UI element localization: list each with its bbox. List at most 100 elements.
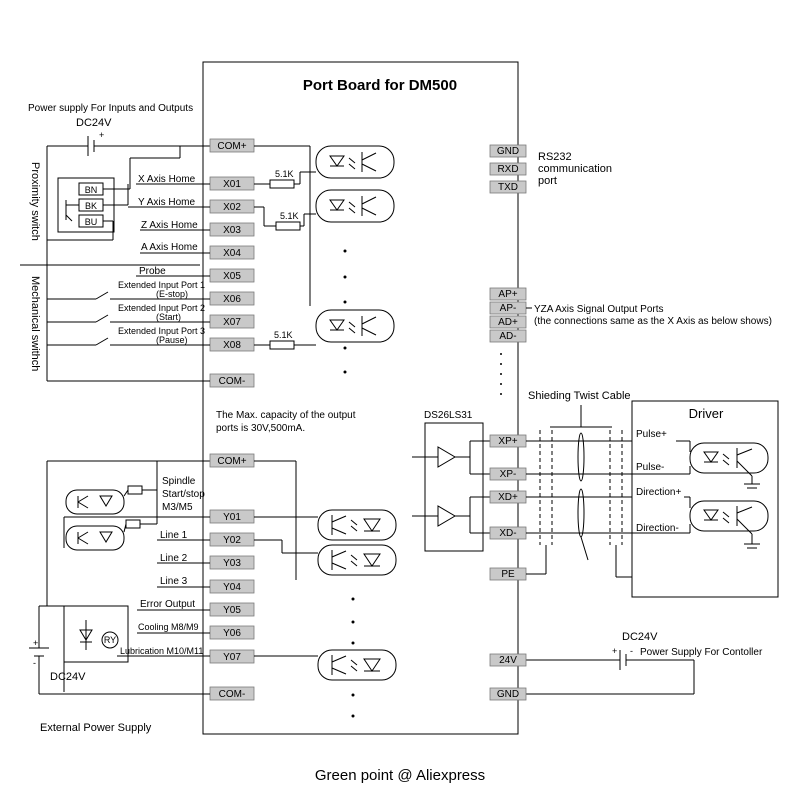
output-pin-y03[interactable]: Y03 (209, 555, 255, 570)
svg-text:X03: X03 (223, 225, 241, 236)
input-pin-x05[interactable]: X05 (209, 268, 255, 283)
axis-ports-label-1: YZA Axis Signal Output Ports (534, 304, 664, 315)
output-label-y02: Line 1 (160, 530, 188, 541)
optocoupler-output-1 (317, 509, 397, 541)
output-label-y01: Spindle (162, 476, 196, 487)
svg-text:AP+: AP+ (498, 289, 517, 300)
svg-text:X08: X08 (223, 340, 241, 351)
input-sub-x07: (Start) (156, 312, 181, 322)
input-pin-com-plus[interactable]: COM+ (209, 138, 255, 153)
rs232-pin-gnd[interactable]: GND (489, 144, 527, 158)
diff-pin-xd-plus[interactable]: XD+ (489, 490, 527, 504)
diff-pin-xp-minus[interactable]: XP- (489, 467, 527, 481)
axis-pin-ap-minus[interactable]: AP- (489, 301, 527, 315)
diff-pin-pe[interactable]: PE (489, 567, 527, 581)
resistor-x08-label: 5.1K (274, 330, 293, 340)
output-pin-y05[interactable]: Y05 (209, 602, 255, 617)
input-label-x07: Extended Input Port 2 (118, 303, 205, 313)
output-pin-y02[interactable]: Y02 (209, 532, 255, 547)
output-pin-y07[interactable]: Y07 (209, 649, 255, 664)
svg-text:X01: X01 (223, 179, 241, 190)
axis-pin-ad-minus[interactable]: AD- (489, 329, 527, 343)
output-pin-y01[interactable]: Y01 (209, 509, 255, 524)
ellipsis-dots-input (343, 249, 347, 374)
input-sub-x08: (Pause) (156, 335, 188, 345)
svg-text:24V: 24V (499, 655, 517, 666)
cable-label: Shieding Twist Cable (528, 390, 631, 402)
driver-signal-direction-minus: Direction- (636, 523, 679, 534)
output-label-y07: Lubrication M10/M11 (120, 646, 203, 656)
svg-text:COM-: COM- (219, 689, 246, 700)
optocoupler-output-7 (317, 649, 397, 681)
optocoupler-input-1 (315, 145, 395, 179)
rs232-pin-txd[interactable]: TXD (489, 180, 527, 194)
power-pin-24v[interactable]: 24V (489, 653, 527, 667)
sensor-pin-bn: BN (85, 185, 98, 195)
driver-title: Driver (689, 406, 724, 421)
diff-pin-xp-plus[interactable]: XP+ (489, 434, 527, 448)
side-label-mechanical: Mechanical swithch (29, 276, 41, 371)
battery-symbol-input (47, 136, 210, 156)
side-label-proximity: Proximity switch (29, 162, 41, 241)
ellipsis-dots-axis (500, 353, 502, 395)
power-input-caption: Power supply For Inputs and Outputs (28, 103, 193, 114)
input-pin-x02[interactable]: X02 (209, 199, 255, 214)
input-label-x08: Extended Input Port 3 (118, 326, 205, 336)
svg-text:COM+: COM+ (217, 141, 246, 152)
controller-power-minus: - (630, 646, 633, 656)
power-input-voltage: DC24V (76, 117, 112, 129)
svg-text:AD-: AD- (499, 331, 516, 342)
optocoupler-spindle-1 (65, 489, 125, 515)
output-pin-y04[interactable]: Y04 (209, 579, 255, 594)
svg-text:X02: X02 (223, 202, 241, 213)
resistor-spindle-2 (125, 519, 141, 529)
svg-text:Y04: Y04 (223, 582, 241, 593)
output-label-y03: Line 2 (160, 553, 188, 564)
input-pin-x07[interactable]: X07 (209, 314, 255, 329)
external-power-voltage: DC24V (50, 671, 86, 683)
output-label-y06: Cooling M8/M9 (138, 622, 199, 632)
svg-text:X05: X05 (223, 271, 241, 282)
diff-pin-xd-minus[interactable]: XD- (489, 526, 527, 540)
axis-pin-ad-plus[interactable]: AD+ (489, 315, 527, 329)
rs232-pin-rxd[interactable]: RXD (489, 162, 527, 176)
rs232-label-3: port (538, 175, 557, 187)
relay-label: RY (104, 635, 116, 645)
svg-text:Y02: Y02 (223, 535, 241, 546)
input-pin-x03[interactable]: X03 (209, 222, 255, 237)
svg-text:AP-: AP- (500, 303, 517, 314)
line-driver-2 (412, 496, 490, 534)
output-pin-com-minus[interactable]: COM- (209, 686, 255, 701)
board-title: Port Board for DM500 (303, 77, 457, 94)
battery-symbol-controller (526, 650, 695, 695)
output-pin-com-plus[interactable]: COM+ (209, 453, 255, 468)
driver-signal-direction-plus: Direction+ (636, 487, 681, 498)
output-label-y04: Line 3 (160, 576, 188, 587)
svg-text:Y01: Y01 (223, 512, 241, 523)
input-pin-com-minus[interactable]: COM- (209, 373, 255, 388)
sensor-pin-bu: BU (85, 217, 98, 227)
driver-signal-pulse-plus: Pulse+ (636, 429, 667, 440)
input-pin-x04[interactable]: X04 (209, 245, 255, 260)
axis-pin-ap-plus[interactable]: AP+ (489, 287, 527, 301)
ds26ls31-chip (424, 422, 484, 552)
resistor-x02-label: 5.1K (280, 211, 299, 221)
optocoupler-driver-pulse (689, 442, 769, 477)
input-pin-x06[interactable]: X06 (209, 291, 255, 306)
ground-symbol-1 (744, 476, 760, 489)
input-label-x01: X Axis Home (138, 174, 196, 185)
output-label-y05: Error Output (140, 599, 195, 610)
watermark-text: Green point @ Aliexpress (315, 767, 485, 784)
svg-text:GND: GND (497, 689, 519, 700)
input-label-x06: Extended Input Port 1 (118, 280, 205, 290)
external-power-plus: + (33, 638, 38, 648)
controller-power-plus: + (612, 646, 617, 656)
input-pin-x08[interactable]: X08 (209, 337, 255, 352)
power-pin-gnd[interactable]: GND (489, 687, 527, 701)
controller-power-caption: Power Supply For Contoller (640, 647, 763, 658)
shielded-twisted-cable (539, 430, 623, 561)
output-pin-y06[interactable]: Y06 (209, 625, 255, 640)
svg-text:COM+: COM+ (217, 456, 246, 467)
input-pin-x01[interactable]: X01 (209, 176, 255, 191)
